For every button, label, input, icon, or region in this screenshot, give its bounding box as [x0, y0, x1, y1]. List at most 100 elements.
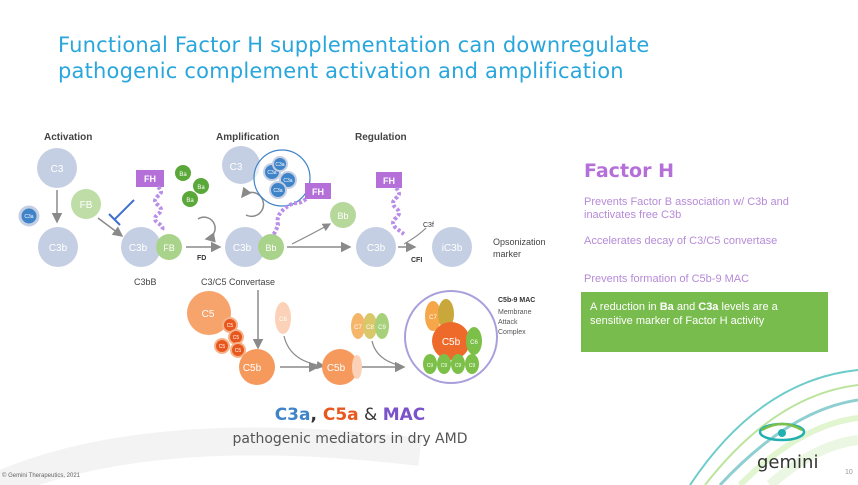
- fh-chain-activation: [153, 185, 165, 232]
- mediator-mac: MAC: [382, 405, 426, 425]
- mac-c7-molecule: [425, 301, 441, 331]
- c8-free-molecule: [363, 313, 377, 339]
- arrow-c789-join: [371, 340, 399, 366]
- callout-prefix: A reduction in: [590, 301, 660, 313]
- c3f-label: C3f: [423, 222, 434, 229]
- c5b6-molecule: [322, 349, 358, 385]
- mac-line-2: Attack: [498, 319, 518, 326]
- fh-label-amplification: FH: [312, 187, 324, 197]
- c6-free-label: C6: [279, 317, 287, 323]
- mac-c9-label-3: C9: [455, 363, 462, 369]
- mediator-sep-2: &: [358, 405, 383, 425]
- mac-c9-label-1: C9: [427, 363, 434, 369]
- convertase-bb-label: Bb: [265, 243, 276, 253]
- callout-and: and: [673, 301, 699, 313]
- c3a-label: C3a: [24, 214, 33, 220]
- c5a-label-1: C5: [227, 323, 234, 329]
- c7-free-label: C7: [354, 325, 362, 331]
- arrow-bb-release: [291, 223, 332, 245]
- cfi-label: CFI: [411, 257, 422, 264]
- callout-suffix: levels are a sensitive marker of Factor …: [590, 301, 778, 327]
- c3b-molecule: [38, 227, 78, 267]
- fd-label: FD: [197, 255, 206, 262]
- c3a-amp-3-label: C3a: [273, 188, 282, 194]
- slide-title-line-1: Functional Factor H supplementation can …: [58, 33, 650, 57]
- stage-label-amplification: Amplification: [216, 132, 280, 143]
- c9-free-label: C9: [378, 325, 386, 331]
- c3bb-fb-molecule: [156, 234, 182, 260]
- fh-label-regulation: FH: [383, 176, 395, 186]
- mediator-c3a: C3a: [274, 405, 311, 425]
- mac-line-1: Membrane: [498, 309, 532, 316]
- mac-c8-molecule: [438, 299, 454, 329]
- factor-h-heading: Factor H: [584, 160, 674, 182]
- bb-released-molecule: [330, 202, 356, 228]
- c3a-amp-4-label: C3a: [275, 162, 284, 168]
- brand-name: gemini: [757, 452, 819, 473]
- ba-label-1: Ba: [179, 172, 187, 178]
- convertase-caption: C3/C5 Convertase: [201, 277, 275, 287]
- callout-c3a: C3a: [698, 301, 719, 313]
- regulation-c3b-label: C3b: [367, 243, 386, 254]
- mac-c6-molecule: [466, 327, 482, 355]
- c3bb-c3b-molecule: [121, 227, 161, 267]
- cycle-arrow-activation: [197, 216, 216, 243]
- c3a-amp-3: [269, 181, 287, 199]
- fh-block-amplification: [305, 183, 331, 199]
- factor-h-callout: A reduction in Ba and C3a levels are a s…: [581, 292, 828, 352]
- c5b-label: C5b: [243, 363, 262, 374]
- stage-label-regulation: Regulation: [355, 132, 407, 143]
- fb-molecule: [71, 189, 101, 219]
- cycle-arrow-amplification: [241, 186, 265, 218]
- c7-free-molecule: [351, 313, 365, 339]
- mediator-c5a: C5a: [322, 405, 359, 425]
- c3bb-c3b-label: C3b: [129, 243, 148, 254]
- mac-c9-molecule-3: [451, 354, 465, 374]
- c5-label: C5: [202, 309, 215, 320]
- regulation-c3b-molecule: [356, 227, 396, 267]
- c3-label-amp: C3: [230, 162, 243, 173]
- c3a-amp-4: [272, 156, 288, 172]
- stage-label-activation: Activation: [44, 132, 93, 143]
- c5b6-c5b-label: C5b: [327, 363, 346, 374]
- mac-title: C5b-9 MAC: [498, 297, 535, 304]
- factor-h-point-3: Prevents formation of C5b-9 MAC: [584, 273, 750, 285]
- mac-c5b-label: C5b: [442, 337, 461, 348]
- opsonization-label-2: marker: [493, 249, 521, 259]
- ba-molecule-1: [175, 165, 191, 181]
- mac-c9-molecule-4: [465, 354, 479, 374]
- c9-free-molecule: [375, 313, 389, 339]
- mac-c9-label-2: C9: [441, 363, 448, 369]
- fh-chain-amplification: [271, 197, 308, 237]
- mac-c9-molecule-2: [437, 354, 451, 374]
- c5a-label-3: C5: [219, 344, 226, 350]
- factor-h-point-2: Accelerates decay of C3/C5 convertase: [584, 235, 778, 247]
- ba-label-3: Ba: [186, 198, 194, 204]
- c3-molecule-amp: [222, 146, 260, 184]
- c8-free-label: C8: [366, 325, 374, 331]
- mediators-heading: C3a, C5a & MAC: [0, 405, 700, 425]
- c5a-label-2: C5: [233, 335, 240, 341]
- c3-label: C3: [51, 164, 64, 175]
- c3bb-caption: C3bB: [134, 277, 157, 287]
- gemini-logo-icon: [758, 422, 806, 442]
- convertase-c3b-molecule: [225, 227, 265, 267]
- mac-c7-label: C7: [429, 315, 437, 321]
- mediators-subtitle: pathogenic mediators in dry AMD: [232, 431, 468, 447]
- ic3b-molecule: [432, 227, 472, 267]
- arrow-c6-join: [283, 335, 326, 370]
- arrow-c3f-release: [403, 227, 427, 245]
- mac-c6-label: C6: [470, 340, 478, 346]
- arrow-fb-to-c3bb: [97, 217, 124, 237]
- fh-label-activation: FH: [144, 174, 156, 184]
- fh-chain-regulation: [391, 186, 406, 236]
- fh-block-activation: [136, 170, 164, 187]
- mac-c5b-molecule: [432, 322, 470, 360]
- c5a-molecule-3: [214, 338, 230, 354]
- c5-molecule: [187, 291, 231, 335]
- fh-block-regulation: [376, 172, 402, 188]
- mac-c9-label-4: C9: [469, 363, 476, 369]
- c3-molecule: [37, 148, 77, 188]
